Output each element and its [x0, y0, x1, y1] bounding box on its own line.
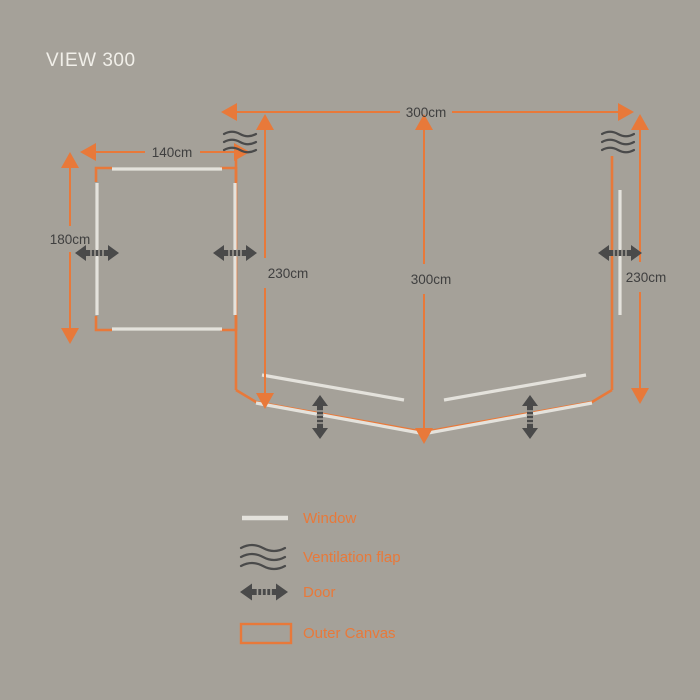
legend-label-outer-canvas: Outer Canvas [303, 625, 396, 642]
door-icon-annex-right [213, 245, 257, 261]
legend-label-window: Window [303, 510, 357, 527]
legend-label-ventilation-flap: Ventilation flap [303, 549, 401, 566]
dim-label-center-depth: 300cm [411, 272, 452, 287]
door-icon-right-panel [598, 245, 642, 261]
annex-corner-bottom-left [94, 316, 112, 332]
legend-row-window: Window [242, 510, 357, 527]
dim-label-annex-width: 140cm [152, 145, 193, 160]
ventilation-flap-icon-left [222, 130, 258, 154]
dim-label-top-width: 300cm [406, 105, 447, 120]
dim-label-right-depth: 230cm [626, 270, 667, 285]
window-v-upper-right [443, 373, 587, 402]
dim-label-left-depth: 230cm [268, 266, 309, 281]
annex-corner-top-left [94, 166, 112, 182]
legend-label-door: Door [303, 584, 336, 601]
door-icon-v-left [312, 395, 328, 439]
legend-row-ventilation-flap: Ventilation flap [239, 543, 401, 571]
dim-label-annex-height: 180cm [50, 232, 91, 247]
double-arrow-icon [240, 583, 288, 601]
ventilation-flap-icon-right [600, 130, 636, 154]
page-title: VIEW 300 [46, 50, 136, 71]
door-icon-annex-left [75, 245, 119, 261]
window-v-lower-left [255, 401, 421, 435]
wavy-lines-icon [239, 543, 287, 571]
rectangle-outline-icon [239, 622, 293, 645]
legend-row-outer-canvas: Outer Canvas [239, 622, 396, 645]
window-v-lower-right [427, 401, 593, 435]
window-v-upper-left [261, 373, 405, 402]
legend-row-door: Door [240, 583, 336, 601]
door-icon-v-right [522, 395, 538, 439]
